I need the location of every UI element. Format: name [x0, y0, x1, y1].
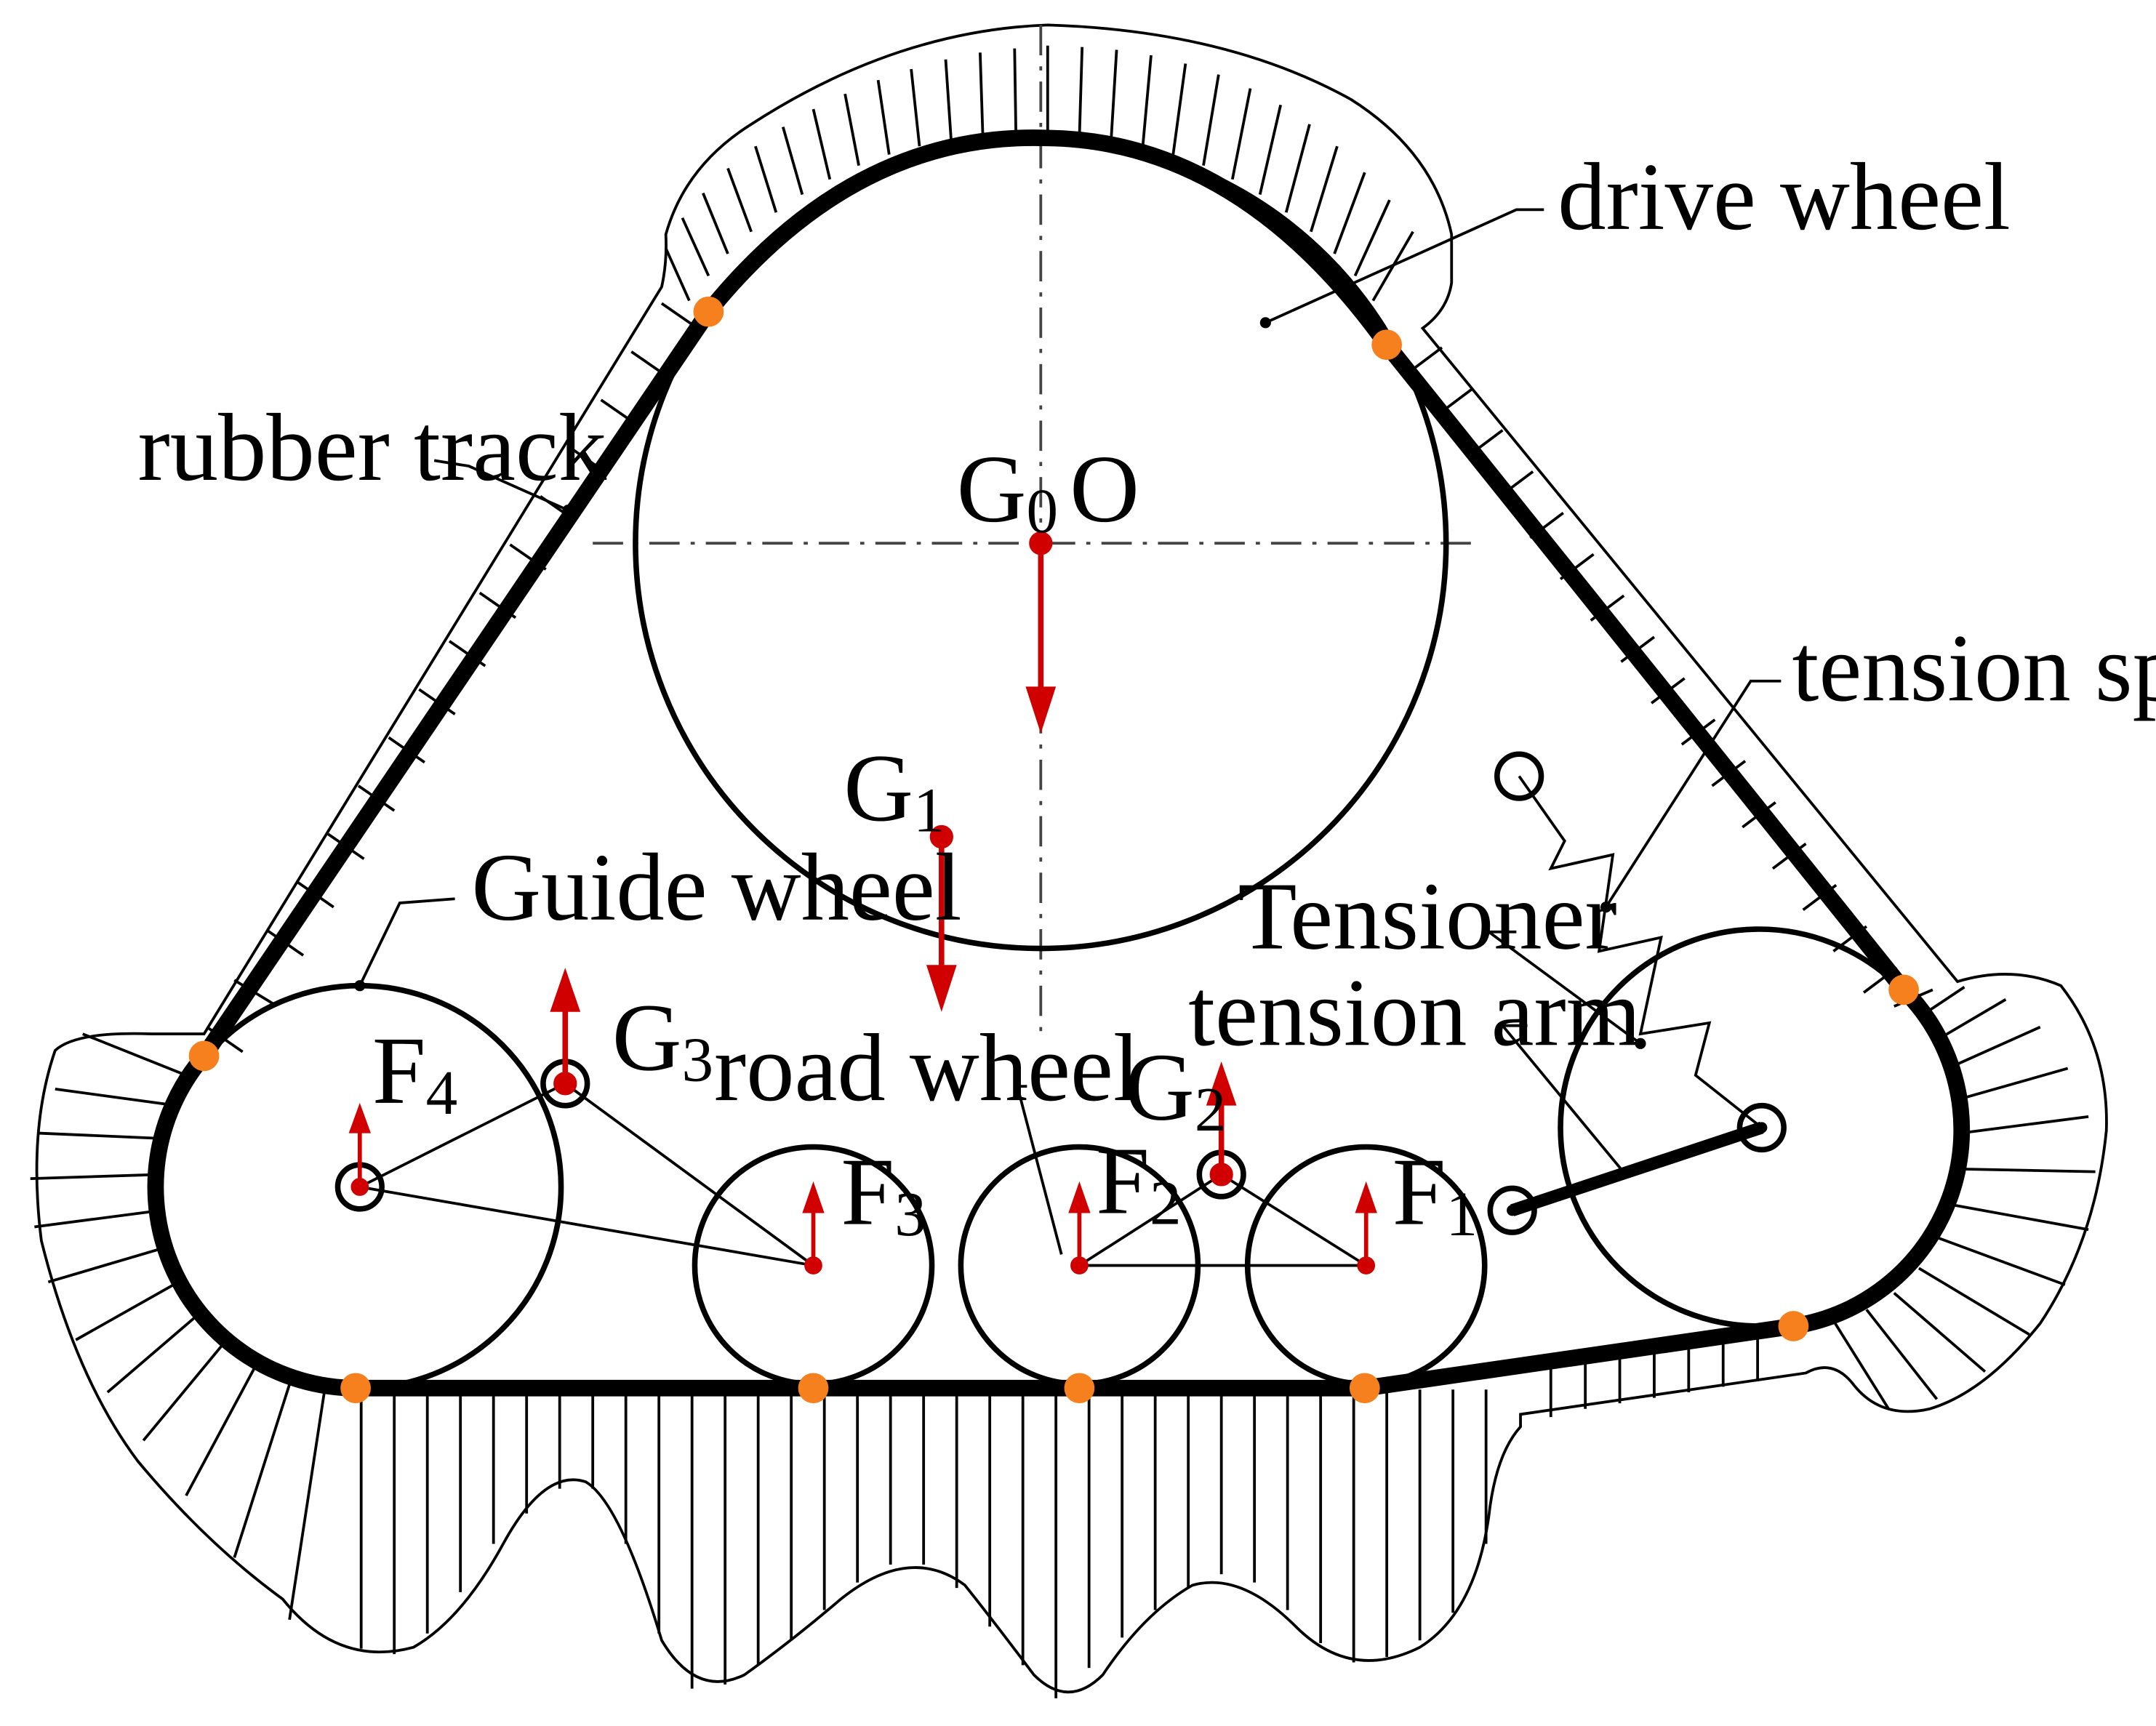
spring-anchor-circle	[1494, 751, 1544, 801]
tensioner-label: Tensioner	[1238, 863, 1616, 970]
g0-symbol: G0	[957, 435, 1058, 546]
rubber-track-belt	[147, 129, 1971, 1397]
f2-arrowhead	[1068, 1181, 1091, 1213]
tensioner-hub-dot	[1756, 1122, 1768, 1133]
tension-spring-label: tension spring	[1792, 614, 2156, 721]
hatch-right-wrap	[1832, 986, 2096, 1410]
o-symbol: O	[1070, 435, 1139, 542]
f2-symbol: F2	[1096, 1128, 1181, 1238]
tensioner-hub-circle	[1736, 1102, 1787, 1153]
f3-arrowhead	[802, 1181, 825, 1213]
contact-points	[188, 296, 1919, 1404]
hatch-top-arc	[664, 45, 1414, 302]
contact-point	[1349, 1373, 1380, 1404]
drive-wheel-label: drive wheel	[1558, 143, 2011, 250]
rubber-track-label: rubber track	[138, 394, 607, 501]
hatch-left-wrap	[30, 1032, 327, 1621]
contact-point	[1371, 329, 1403, 361]
deformation-profile-outline	[35, 23, 2108, 1694]
contact-point	[1888, 974, 1919, 1006]
contact-point	[1064, 1373, 1095, 1404]
f3-symbol: F3	[841, 1139, 926, 1249]
g2-arrowhead	[1206, 1061, 1237, 1106]
leader-lines	[358, 208, 1782, 1255]
f4-symbol: F4	[372, 1017, 457, 1128]
contact-point	[693, 296, 724, 327]
g1-arrowhead	[926, 965, 957, 1012]
g2-symbol: G2	[1125, 1034, 1226, 1144]
arm-pivot-dot	[1507, 1205, 1518, 1216]
contact-point	[340, 1373, 371, 1404]
contact-point	[798, 1373, 829, 1404]
contact-point	[188, 1040, 220, 1072]
g1-symbol: G1	[843, 734, 945, 845]
g3-arrowhead	[550, 968, 581, 1012]
hatch-right-bottom-straight	[1549, 1337, 1760, 1418]
contact-point	[1778, 1311, 1809, 1341]
f1-symbol: F1	[1392, 1139, 1478, 1249]
hatch-bottom	[359, 1389, 1488, 1698]
road-wheel-label: road wheel	[714, 1014, 1140, 1121]
f4-arrowhead	[348, 1102, 371, 1133]
tension-arm-label: tension arm	[1188, 959, 1641, 1066]
f1-arrowhead	[1355, 1181, 1377, 1213]
guide-wheel-label: Guide wheel	[471, 834, 961, 941]
linkage-lines	[358, 1082, 1367, 1267]
g3-symbol: G3	[612, 984, 713, 1094]
tension-arm-bar	[1510, 1121, 1764, 1216]
leader-dots	[354, 317, 1646, 1049]
arm-pivot-circle	[1487, 1185, 1537, 1235]
force-markers	[348, 531, 1377, 1275]
tension-spring-zigzag	[1518, 775, 1763, 1129]
g0-arrowhead	[1025, 686, 1057, 734]
